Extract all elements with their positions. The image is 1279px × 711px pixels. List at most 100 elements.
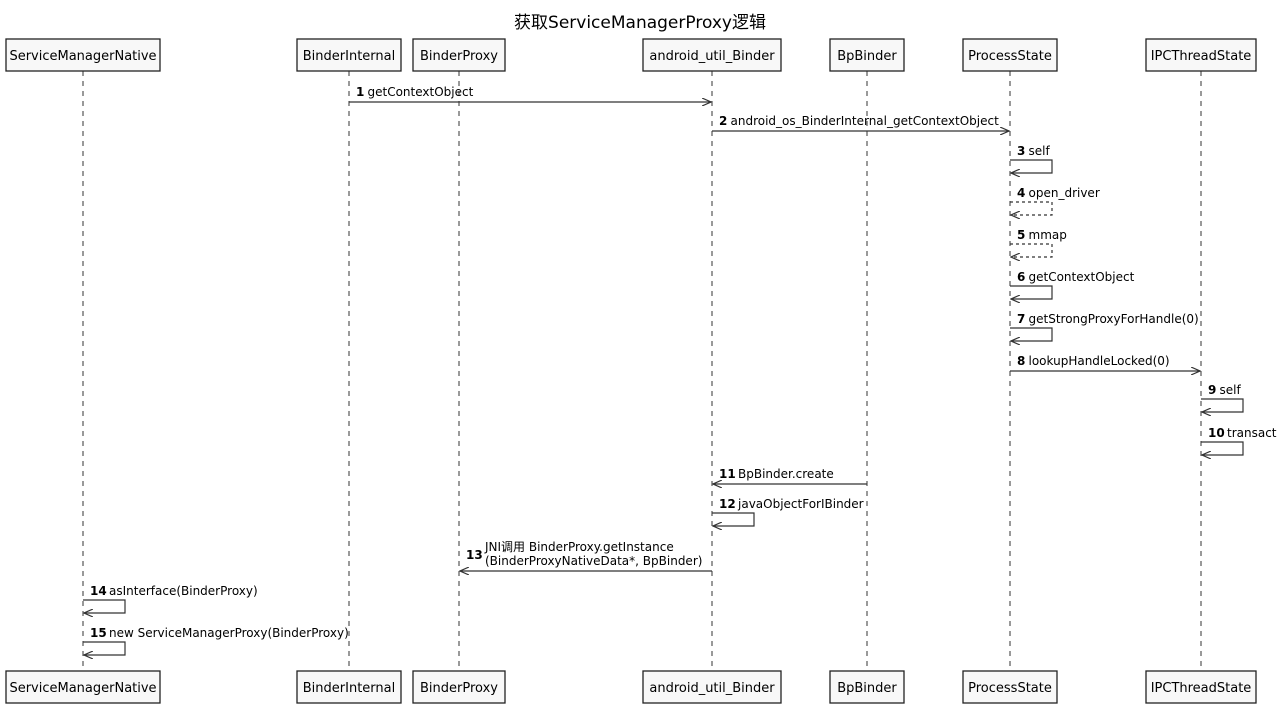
participant-box — [412, 38, 506, 72]
participant-box — [829, 38, 905, 72]
message-arrow — [83, 641, 126, 655]
participant-name: BinderInternal — [303, 681, 395, 696]
message-arrow — [83, 599, 126, 613]
participant-top-ipc: IPCThreadState — [1145, 38, 1257, 72]
message-arrow — [1201, 441, 1244, 455]
message-4: 4 open_driver — [1010, 186, 1100, 215]
participant-top-smn: ServiceManagerNative — [5, 38, 161, 72]
participant-box — [829, 670, 905, 704]
message-label: mmap — [1029, 228, 1067, 242]
message-arrow — [1201, 398, 1244, 412]
message-number: 14 — [90, 584, 107, 598]
participant-name: ProcessState — [968, 49, 1052, 64]
message-5: 5 mmap — [1010, 228, 1067, 257]
participant-box — [642, 670, 782, 704]
participant-top-ps: ProcessState — [962, 38, 1058, 72]
message-arrow — [1010, 243, 1053, 257]
participant-bottom-ps: ProcessState — [962, 670, 1058, 704]
message-number: 15 — [90, 626, 107, 640]
participant-name: BpBinder — [837, 681, 897, 696]
message-number: 4 — [1017, 186, 1025, 200]
message-number: 11 — [719, 467, 736, 481]
message-7: 7 getStrongProxyForHandle(0) — [1010, 312, 1199, 341]
participant-box — [962, 670, 1058, 704]
participant-name: BinderProxy — [420, 681, 498, 696]
participant-box — [296, 38, 402, 72]
message-9: 9 self — [1201, 383, 1244, 412]
participant-box — [296, 670, 402, 704]
message-2: 2 android_os_BinderInternal_getContextObj… — [712, 114, 1009, 131]
message-label: open_driver — [1029, 186, 1100, 200]
message-number: 13 — [466, 548, 483, 562]
participant-name: android_util_Binder — [649, 49, 775, 64]
message-label: getStrongProxyForHandle(0) — [1029, 312, 1199, 326]
message-label: new ServiceManagerProxy(BinderProxy) — [109, 626, 349, 640]
participant-name: ProcessState — [968, 681, 1052, 696]
message-label: getContextObject — [1029, 270, 1135, 284]
participant-box — [412, 670, 506, 704]
message-arrow — [1010, 285, 1053, 299]
message-number: 7 — [1017, 312, 1025, 326]
participant-name: IPCThreadState — [1151, 681, 1252, 696]
message-label: asInterface(BinderProxy) — [109, 584, 258, 598]
participant-name: IPCThreadState — [1151, 49, 1252, 64]
participant-bottom-aub: android_util_Binder — [642, 670, 782, 704]
participant-box — [1145, 38, 1257, 72]
participant-name: BpBinder — [837, 49, 897, 64]
message-6: 6 getContextObject — [1010, 270, 1135, 299]
message-number: 1 — [356, 85, 364, 99]
message-8: 8 lookupHandleLocked(0) — [1010, 354, 1200, 371]
message-3: 3 self — [1010, 144, 1053, 173]
message-label: self — [1029, 144, 1051, 158]
message-number: 5 — [1017, 228, 1025, 242]
participant-box — [962, 38, 1058, 72]
message-label: javaObjectForIBinder — [737, 497, 864, 511]
message-1: 1 getContextObject — [349, 85, 711, 102]
participant-top-bpb: BpBinder — [829, 38, 905, 72]
participant-top-bp: BinderProxy — [412, 38, 506, 72]
diagram-title: 获取ServiceManagerProxy逻辑 — [514, 13, 766, 33]
participant-box — [1145, 670, 1257, 704]
participant-name: BinderProxy — [420, 49, 498, 64]
participant-bottom-bp: BinderProxy — [412, 670, 506, 704]
message-number: 9 — [1208, 383, 1216, 397]
message-arrow — [1010, 159, 1053, 173]
participant-box — [642, 38, 782, 72]
message-arrow — [712, 512, 755, 526]
message-number: 6 — [1017, 270, 1025, 284]
message-arrow — [1010, 327, 1053, 341]
participant-name: ServiceManagerNative — [9, 681, 156, 696]
participant-bottom-bpb: BpBinder — [829, 670, 905, 704]
message-label: lookupHandleLocked(0) — [1029, 354, 1170, 368]
message-label: (BinderProxyNativeData*, BpBinder) — [485, 554, 702, 568]
participant-name: android_util_Binder — [649, 681, 775, 696]
participant-name: ServiceManagerNative — [9, 49, 156, 64]
participant-box — [5, 670, 161, 704]
message-label: BpBinder.create — [738, 467, 834, 481]
message-number: 10 — [1208, 426, 1225, 440]
message-label: JNI调用 BinderProxy.getInstance — [484, 540, 674, 554]
message-label: android_os_BinderInternal_getContextObje… — [731, 114, 1000, 128]
message-arrow — [1010, 201, 1053, 215]
participant-top-aub: android_util_Binder — [642, 38, 782, 72]
participant-name: BinderInternal — [303, 49, 395, 64]
message-label: getContextObject — [368, 85, 474, 99]
participant-bottom-bi: BinderInternal — [296, 670, 402, 704]
message-number: 12 — [719, 497, 736, 511]
message-number: 2 — [719, 114, 727, 128]
message-number: 8 — [1017, 354, 1025, 368]
participant-box — [5, 38, 161, 72]
participant-bottom-smn: ServiceManagerNative — [5, 670, 161, 704]
participant-top-bi: BinderInternal — [296, 38, 402, 72]
participant-bottom-ipc: IPCThreadState — [1145, 670, 1257, 704]
message-label: transact — [1227, 426, 1277, 440]
message-label: self — [1220, 383, 1242, 397]
message-number: 3 — [1017, 144, 1025, 158]
